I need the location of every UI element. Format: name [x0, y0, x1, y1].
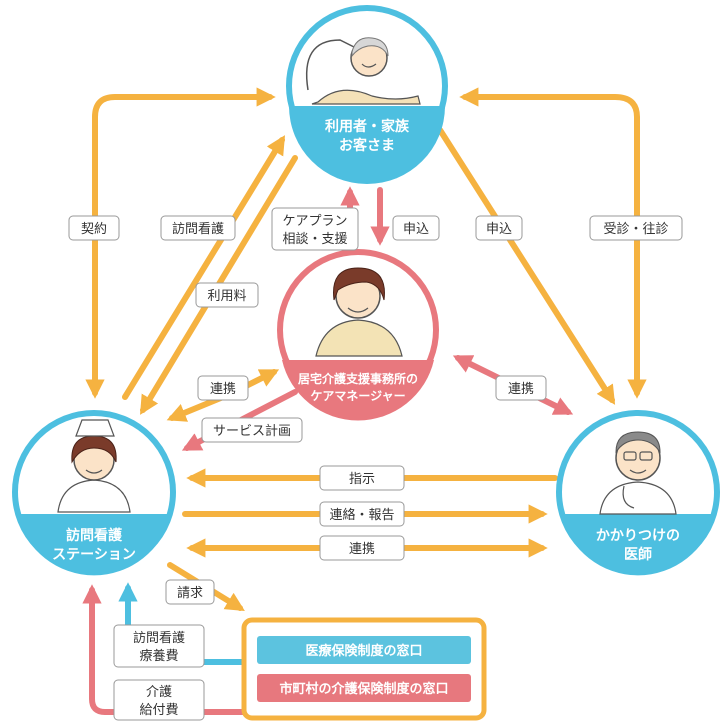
svg-text:サービス計画: サービス計画	[213, 423, 291, 439]
elderly-person-illustration	[306, 37, 421, 105]
node-nursing-station: 訪問看護 ステーション	[12, 410, 176, 576]
node-care-manager: 居宅介護支援事務所の ケアマネージャー	[277, 249, 439, 421]
svg-text:ケアプラン: ケアプラン	[282, 214, 347, 229]
label-usage-fee: 利用料	[195, 282, 259, 308]
label-contract: 契約	[68, 215, 120, 241]
care-benefit-arrow	[82, 584, 251, 715]
doctor-title-line1: かかりつけの	[596, 528, 680, 544]
svg-text:受診・往診: 受診・往診	[603, 221, 668, 237]
svg-text:契約: 契約	[81, 222, 107, 237]
svg-text:市町村の介護保険制度の窓口: 市町村の介護保険制度の窓口	[279, 681, 448, 697]
visit-nursing-arrow	[122, 135, 286, 400]
care-manager-illustration	[315, 267, 403, 357]
consult-arrow	[459, 87, 647, 399]
label-visit-nursing: 訪問看護	[160, 215, 236, 241]
label-nursing-fee: 訪問看護 療養費	[113, 624, 205, 668]
svg-text:指示: 指示	[349, 472, 375, 487]
label-coop-cm-station: 連携	[197, 375, 249, 401]
svg-text:介護: 介護	[146, 684, 172, 700]
label-consult: 受診・往診	[589, 215, 683, 241]
svg-text:請求: 請求	[177, 586, 203, 601]
label-service-plan: サービス計画	[201, 417, 303, 443]
svg-text:連携: 連携	[508, 381, 534, 397]
user-title-line2: お客さま	[339, 137, 395, 154]
label-careplan: ケアプラン 相談・支援	[271, 207, 359, 251]
contract-arrow	[85, 87, 276, 399]
label-contact-report: 連絡・報告	[319, 501, 405, 527]
svg-text:給付費: 給付費	[139, 703, 178, 718]
care-manager-title-line2: ケアマネージャー	[310, 389, 405, 403]
care-manager-title-line1: 居宅介護支援事務所の	[298, 371, 418, 386]
station-title-line2: ステーション	[52, 547, 136, 563]
svg-text:相談・支援: 相談・支援	[282, 231, 347, 247]
svg-text:連携: 連携	[210, 381, 236, 397]
svg-text:療養費: 療養費	[139, 648, 178, 664]
medical-insurance-window: 医療保険制度の窓口	[257, 636, 471, 664]
svg-text:利用料: 利用料	[207, 289, 246, 304]
svg-text:連絡・報告: 連絡・報告	[329, 507, 394, 523]
user-title-line1: 利用者・家族	[325, 118, 410, 135]
svg-text:訪問看護: 訪問看護	[133, 630, 185, 646]
node-user: 利用者・家族 お客さま	[286, 5, 448, 184]
node-doctor: かかりつけの 医師	[556, 410, 720, 576]
svg-text:医療保険制度の窓口: 医療保険制度の窓口	[305, 643, 422, 659]
svg-text:訪問看護: 訪問看護	[172, 221, 224, 237]
label-billing: 請求	[165, 579, 215, 605]
payer-box: 医療保険制度の窓口 市町村の介護保険制度の窓口	[241, 617, 487, 721]
label-apply-cm: 申込	[392, 215, 440, 241]
doctor-title-line2: 医師	[624, 546, 652, 563]
label-boxes: 契約 訪問看護 利用料 ケアプラン 相談・支援 申込 申込 受診・往診	[68, 207, 683, 721]
label-coop-cm-doctor: 連携	[495, 375, 547, 401]
label-care-benefit: 介護 給付費	[113, 679, 205, 721]
doctor-illustration	[599, 431, 677, 515]
label-apply-doctor: 申込	[475, 215, 523, 241]
label-instruction: 指示	[319, 465, 405, 491]
municipal-care-insurance-window: 市町村の介護保険制度の窓口	[257, 674, 471, 702]
station-title-line1: 訪問看護	[66, 527, 123, 544]
nurse-illustration	[57, 419, 131, 513]
label-coop-station-doctor: 連携	[319, 535, 405, 561]
svg-text:申込: 申込	[403, 222, 429, 237]
svg-text:申込: 申込	[486, 222, 512, 237]
svg-text:連携: 連携	[349, 541, 375, 557]
